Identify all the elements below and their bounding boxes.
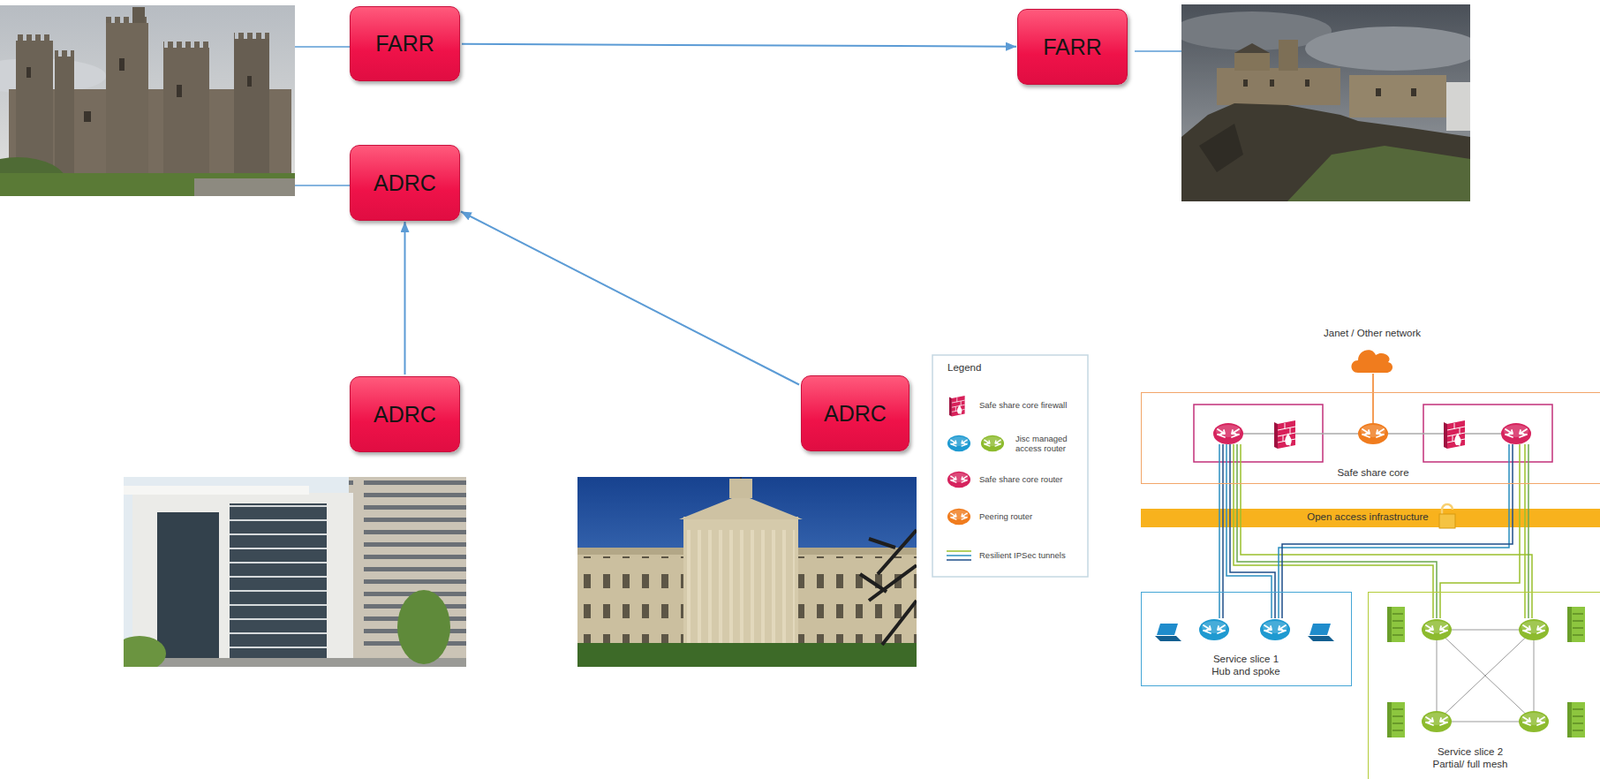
- legend-text: Jisc managed access router: [1015, 433, 1080, 454]
- infrastructure-band: Open access infrastructure: [1140, 508, 1600, 528]
- process-box: FARR: [1017, 8, 1128, 85]
- node-label: Safe share core: [1302, 467, 1444, 480]
- legend-title: Legend: [947, 362, 982, 373]
- node-label: Service slice 1 Hub and spoke: [1205, 653, 1287, 679]
- network-region: Safe share core: [1140, 392, 1600, 484]
- network-label: Janet / Other network: [1323, 327, 1421, 339]
- legend-text: Safe share core router: [979, 474, 1064, 484]
- service-slice: Service slice 2 Partial/ full mesh: [1367, 591, 1600, 779]
- process-box: ADRC: [800, 375, 910, 452]
- node-label: ADRC: [373, 170, 437, 197]
- node-label: Service slice 2 Partial/ full mesh: [1424, 746, 1517, 771]
- service-slice: Service slice 1 Hub and spoke: [1140, 591, 1352, 687]
- node-label: ADRC: [823, 400, 887, 427]
- process-box: FARR: [349, 6, 461, 82]
- legend-text: Safe share core firewall: [979, 400, 1067, 410]
- node-label: Open access infrastructure: [1288, 511, 1448, 524]
- arrow-connector: [461, 44, 1017, 47]
- arrow-connector: [404, 221, 407, 375]
- arrow-connector: [460, 211, 800, 385]
- legend-text: Peering router: [979, 511, 1033, 521]
- node-label: FARR: [1042, 34, 1102, 61]
- process-box: ADRC: [349, 144, 461, 221]
- node-label: ADRC: [373, 401, 437, 428]
- node-label: FARR: [375, 30, 435, 57]
- process-box: ADRC: [349, 376, 461, 453]
- legend-text: Resilient IPSec tunnels: [979, 550, 1066, 560]
